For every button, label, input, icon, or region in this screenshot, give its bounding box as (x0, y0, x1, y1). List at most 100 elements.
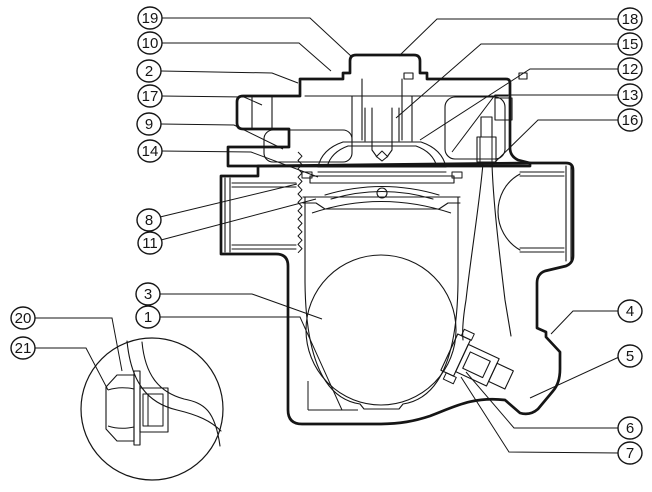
seat-assembly (440, 328, 514, 390)
cap-screw-icon (403, 72, 414, 80)
callout-13: 13 (451, 83, 643, 153)
callout-21: 21 (10, 336, 109, 391)
callout-number: 17 (142, 88, 159, 105)
callout-circle (137, 84, 163, 108)
callout-leader-line (161, 42, 332, 72)
callout-number: 14 (142, 143, 159, 160)
callout-9: 9 (136, 112, 284, 150)
callout-circle (617, 32, 643, 56)
strainer-screen (297, 151, 303, 254)
callout-7: 7 (460, 376, 643, 465)
callout-circle (137, 139, 163, 163)
callout-circle (617, 57, 643, 81)
callout-leader-line (451, 94, 619, 153)
callout-circle (617, 441, 643, 465)
cap-outline (226, 53, 532, 168)
callout-15: 15 (395, 32, 643, 119)
callout-number: 2 (145, 63, 153, 80)
callout-leader-line (419, 68, 619, 141)
element-flange (309, 175, 455, 184)
callout-circle (136, 208, 162, 232)
callout-16: 16 (489, 108, 643, 168)
callout-leader-line (489, 119, 619, 168)
callout-number: 16 (622, 112, 639, 129)
callout-circle (617, 7, 643, 31)
callout-circle (617, 83, 643, 107)
callout-19: 19 (137, 6, 353, 58)
callout-circle (617, 344, 643, 368)
callout-number: 21 (15, 340, 32, 357)
callout-number: 20 (15, 310, 32, 327)
callout-leader-line (529, 356, 620, 399)
inlet-port (224, 151, 303, 254)
callout-leader-line (395, 43, 619, 119)
callout-8: 8 (136, 183, 298, 232)
valve-stem (371, 107, 393, 162)
callout-leader-line (34, 317, 123, 372)
callout-number: 6 (626, 420, 634, 437)
drain-plug-hex-head (105, 374, 135, 442)
callout-leader-line (160, 316, 343, 411)
cap-interior (263, 78, 513, 163)
callout-leader-line (159, 183, 298, 218)
detail-view-circle (80, 337, 224, 481)
callout-number: 7 (626, 445, 634, 462)
callout-14: 14 (137, 139, 319, 178)
callout-number: 5 (626, 348, 634, 365)
callout-circle (136, 59, 162, 83)
callout-leader-line (550, 310, 619, 335)
callout-17: 17 (137, 84, 263, 108)
float-chamber-wall (304, 196, 459, 410)
callout-3: 3 (135, 282, 323, 320)
callout-circle (137, 31, 163, 55)
callout-number: 19 (142, 10, 159, 27)
detail-body-wall (126, 340, 222, 447)
callout-20: 20 (10, 306, 123, 372)
callout-number: 18 (622, 11, 639, 28)
callout-12: 12 (419, 57, 643, 141)
callout-layer: 19 10 2 17 9 14 8 11 31 20 21 18 15 12 13 16 4 5 6 7 (10, 6, 643, 465)
callout-circle (136, 112, 162, 136)
callout-circle (137, 6, 163, 30)
callout-10: 10 (137, 31, 332, 72)
callout-6: 6 (465, 371, 643, 440)
callout-number: 8 (145, 212, 153, 229)
callout-circle (135, 305, 161, 329)
callout-2: 2 (136, 59, 299, 84)
float-sphere (305, 254, 457, 406)
callout-number: 10 (142, 35, 159, 52)
plug-shank (139, 387, 169, 433)
callout-number: 1 (144, 309, 152, 326)
callout-leader-line (160, 123, 284, 150)
valve-ball (376, 187, 388, 199)
element-dome (324, 186, 440, 200)
callout-circle (10, 336, 36, 360)
callout-number: 4 (626, 303, 634, 320)
callout-number: 15 (622, 36, 639, 53)
callout-leader-line (160, 198, 317, 241)
callout-number: 9 (145, 116, 153, 133)
drain-plug-detail (80, 337, 224, 481)
callout-number: 13 (622, 87, 639, 104)
callout-leader-line (398, 18, 619, 57)
callout-1: 1 (135, 305, 343, 411)
trap-drawing (219, 53, 575, 426)
plug-washer (133, 370, 141, 446)
cap-hex-boss (251, 96, 273, 129)
callout-18: 18 (398, 7, 643, 57)
outlet-port (497, 165, 572, 262)
callout-circle (617, 299, 643, 323)
callout-leader-line (160, 70, 299, 84)
callout-leader-line (465, 371, 619, 429)
callout-number: 11 (142, 235, 158, 252)
valve-mechanism (301, 95, 463, 214)
callout-11: 11 (137, 198, 317, 255)
callout-number: 12 (622, 61, 639, 78)
chamber-shelf (302, 196, 461, 210)
callout-circle (617, 108, 643, 132)
body-outline (219, 161, 575, 426)
callout-circle (617, 416, 643, 440)
callout-4: 4 (550, 299, 643, 335)
